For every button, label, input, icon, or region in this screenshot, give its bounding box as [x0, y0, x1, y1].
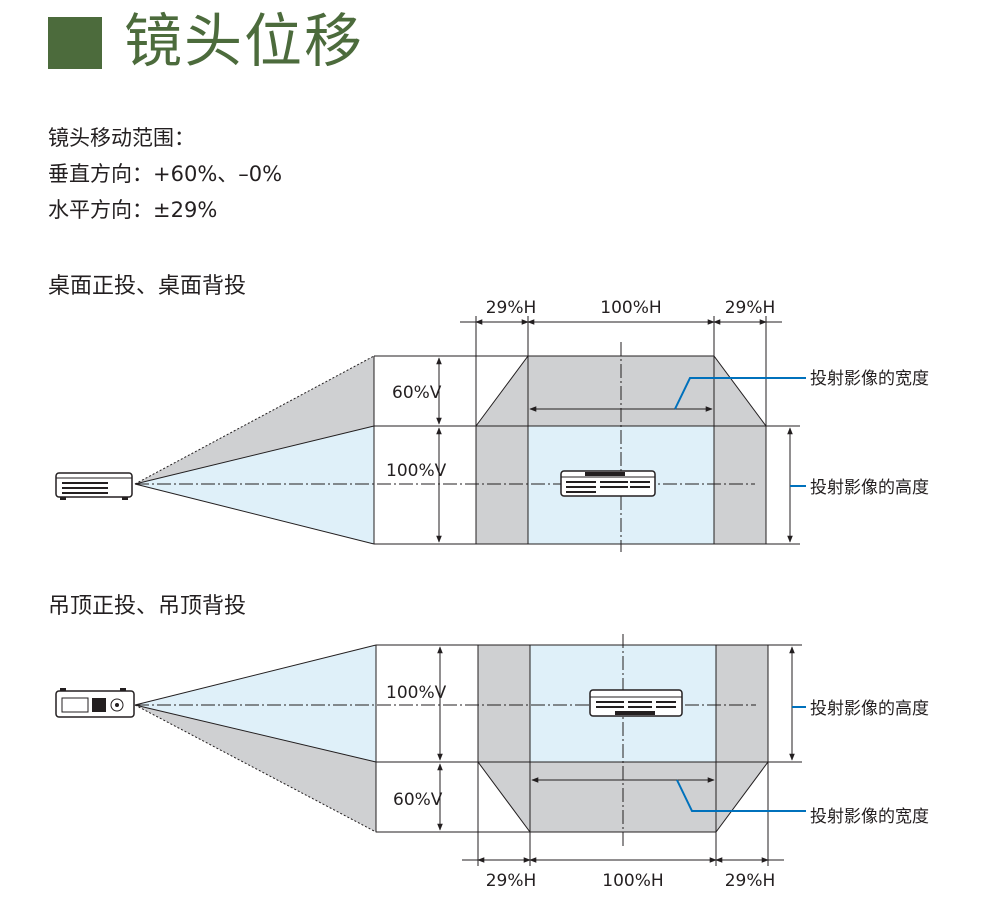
- desktop-dim-center: 100%H: [600, 298, 661, 318]
- desktop-callout-width: 投射影像的宽度: [810, 369, 929, 389]
- desktop-projector-icon: [55, 472, 133, 500]
- ceiling-dim-left: 29%H: [486, 871, 537, 891]
- page-title: 镜头位移: [124, 7, 365, 75]
- ceiling-v-image-label: 100%V: [386, 683, 447, 703]
- spec-horizontal: 水平方向：±29%: [48, 198, 218, 222]
- ceiling-dim-center: 100%H: [602, 871, 663, 891]
- desktop-dim-left: 29%H: [486, 298, 537, 318]
- desktop-section-title: 桌面正投、桌面背投: [48, 274, 247, 299]
- desktop-dim-right: 29%H: [725, 298, 776, 318]
- desktop-beam-image: [135, 426, 374, 544]
- desktop-v-shift-label: 60%V: [392, 383, 442, 403]
- ceiling-callout-width: 投射影像的宽度: [810, 807, 929, 827]
- desktop-projected-projector-icon: [560, 470, 656, 497]
- desktop-callout-height: 投射影像的高度: [810, 478, 929, 498]
- ceiling-beam-image: [135, 645, 376, 762]
- ceiling-projected-projector-icon: [589, 689, 683, 717]
- spec-vertical: 垂直方向：+60%、–0%: [48, 162, 283, 186]
- ceiling-v-shift-label: 60%V: [393, 790, 443, 810]
- desktop-v-image-label: 100%V: [386, 461, 447, 481]
- title-square-icon: [48, 17, 102, 69]
- desktop-beam-shift: [135, 356, 374, 484]
- spec-heading: 镜头移动范围：: [48, 126, 195, 150]
- ceiling-section-title: 吊顶正投、吊顶背投: [48, 594, 247, 619]
- desktop-diagram: 29%H 100%H 29%H 60%V 100%V 投射影像的宽度 投射影像的…: [55, 298, 929, 552]
- ceiling-projector-icon: [55, 688, 135, 718]
- ceiling-diagram: 29%H 100%H 29%H 100%V 60%V 投射影像的高度 投射影像的…: [55, 634, 929, 891]
- ceiling-dim-right: 29%H: [725, 871, 776, 891]
- ceiling-callout-height: 投射影像的高度: [810, 699, 929, 719]
